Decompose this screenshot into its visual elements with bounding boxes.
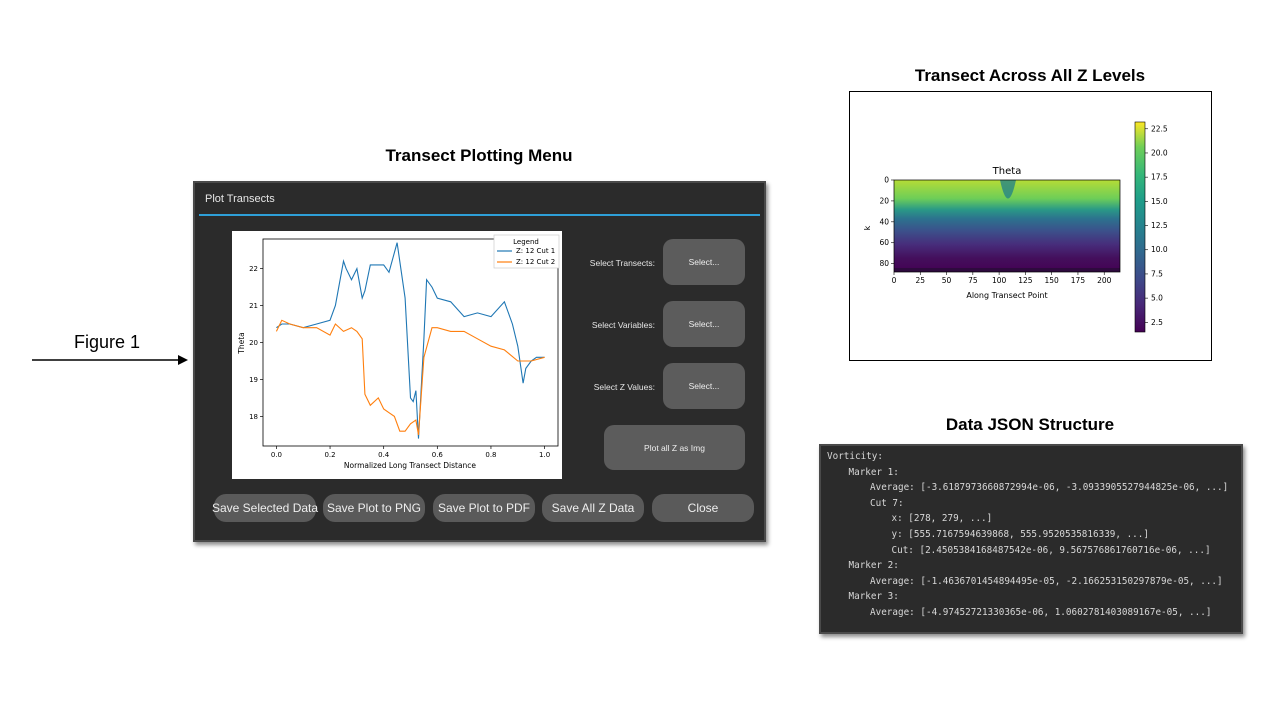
heatmap-x-tick-label: 175: [1071, 276, 1086, 285]
y-tick-label: 22: [249, 265, 258, 273]
save-all-z-data-button[interactable]: Save All Z Data: [542, 494, 644, 522]
save-selected-data-button[interactable]: Save Selected Data: [212, 494, 318, 522]
colorbar-tick-label: 12.5: [1151, 221, 1168, 230]
arrow-right-icon: [32, 355, 188, 365]
x-tick-label: 0.4: [378, 451, 390, 459]
heatmap-figure: 0 25 50 75 100 125 150 175 200 0 20 40 60 80 Theta Al…: [849, 91, 1212, 361]
json-structure-panel: Vorticity: Marker 1: Average: [-3.61879736…: [819, 444, 1243, 634]
line-plot: 0.0 0.2 0.4 0.6 0.8 1.0 18 19 20 21 22 Legend Z: 1…: [232, 231, 562, 479]
series-line-1: [276, 242, 545, 439]
chart-legend: Legend Z: 12 Cut 1 Z: 12 Cut 2: [493, 234, 560, 269]
select-transects-button[interactable]: Select...: [663, 239, 745, 285]
heatmap-svg: 0 25 50 75 100 125 150 175 200 0 20 40 60 80 Theta Al…: [863, 121, 1168, 333]
save-plot-pdf-button[interactable]: Save Plot to PDF: [433, 494, 535, 522]
plot-axes-box: [262, 238, 559, 447]
json-line: x: [278, 279, ...]: [891, 513, 993, 525]
colorbar-tick-label: 10.0: [1151, 245, 1168, 254]
dialog-title-divider: [199, 214, 760, 216]
heatmap-heading: Transect Across All Z Levels: [914, 66, 1146, 85]
colorbar-tick-label: 22.5: [1151, 124, 1168, 133]
select-variables-button[interactable]: Select...: [663, 301, 745, 347]
y-tick-label: 21: [249, 302, 258, 310]
plot-all-z-button[interactable]: Plot all Z as Img: [604, 425, 745, 470]
json-line: Vorticity:: [827, 451, 883, 462]
colorbar-tick-label: 7.5: [1151, 269, 1163, 278]
series-line-2: [275, 319, 545, 435]
json-heading: Data JSON Structure: [945, 415, 1115, 434]
json-line: Cut: [2.4505384168487542e-06, 9.56757686…: [891, 544, 1211, 556]
x-tick-label: 0.6: [432, 451, 444, 459]
json-line: Average: [-3.6187973660872994e-06, -3.09…: [870, 482, 1229, 494]
json-line: Marker 1:: [848, 466, 899, 478]
colorbar-tick-label: 15.0: [1151, 197, 1168, 206]
colorbar-tick-label: 20.0: [1151, 148, 1168, 157]
legend-entry-cut2: Z: 12 Cut 2: [516, 258, 555, 266]
heatmap-y-tick-label: 20: [879, 196, 889, 205]
colorbar: [1134, 121, 1146, 333]
legend-entry-cut1: Z: 12 Cut 1: [516, 247, 555, 255]
x-axis-label: Normalized Long Transect Distance: [344, 461, 477, 470]
heatmap-x-tick-label: 75: [968, 276, 978, 285]
colorbar-tick-label: 5.0: [1151, 294, 1163, 303]
x-tick-label: 1.0: [539, 451, 550, 459]
close-button[interactable]: Close: [652, 494, 754, 522]
heatmap-y-tick-label: 80: [879, 259, 889, 268]
heatmap-y-tick-label: 0: [884, 176, 889, 185]
json-line: Cut 7:: [870, 497, 904, 509]
heatmap-x-label: Along Transect Point: [966, 291, 1047, 300]
select-variables-label: Select Variables:: [591, 320, 655, 330]
dialog-title: Plot Transects: [205, 193, 275, 205]
json-line: Marker 3:: [848, 591, 899, 603]
save-plot-png-button[interactable]: Save Plot to PNG: [323, 494, 425, 522]
heatmap-x-tick-label: 200: [1097, 276, 1112, 285]
colorbar-tick-label: 17.5: [1151, 173, 1168, 182]
heatmap-y-label: k: [863, 225, 872, 230]
x-tick-label: 0.0: [271, 451, 282, 459]
x-tick-label: 0.8: [485, 451, 496, 459]
heatmap-y-tick-label: 60: [879, 238, 889, 247]
heatmap-x-tick-label: 0: [892, 276, 897, 285]
x-tick-label: 0.2: [324, 451, 335, 459]
json-line: Average: [-1.4636701454894495e-05, -2.16…: [870, 575, 1223, 587]
heatmap-title: Theta: [992, 166, 1022, 177]
menu-heading: Transect Plotting Menu: [385, 146, 573, 165]
line-chart-svg: 0.0 0.2 0.4 0.6 0.8 1.0 18 19 20 21 22 Legend Z: 1…: [237, 234, 560, 470]
heatmap-y-tick-label: 40: [879, 217, 889, 226]
heatmap-x-tick-label: 100: [992, 276, 1007, 285]
y-tick-label: 18: [249, 413, 258, 421]
y-tick-label: 20: [249, 339, 258, 347]
y-axis-label: Theta: [237, 332, 246, 355]
select-z-values-button[interactable]: Select...: [663, 363, 745, 409]
heatmap-axes-box: [893, 179, 1121, 273]
json-line: y: [555.7167594639868, 555.9520535816339…: [891, 529, 1149, 540]
select-transects-label: Select Transects:: [589, 258, 655, 268]
heatmap-x-tick-label: 150: [1045, 276, 1060, 285]
heatmap-image: [894, 180, 1120, 272]
figure-label: Figure 1: [74, 332, 141, 352]
heatmap-x-tick-label: 25: [916, 276, 926, 285]
json-line: Average: [-4.97452721330365e-06, 1.06027…: [870, 607, 1212, 618]
colorbar-tick-label: 2.5: [1151, 318, 1163, 327]
json-line: Marker 2:: [848, 560, 899, 572]
select-z-values-label: Select Z Values:: [593, 382, 655, 392]
plot-transects-dialog: Plot Transects 0.0 0.2 0.4 0.6 0.8 1.0 18 19 20 2…: [193, 181, 766, 542]
y-tick-label: 19: [249, 376, 258, 384]
heatmap-x-tick-label: 50: [942, 276, 952, 285]
legend-title: Legend: [513, 238, 539, 246]
heatmap-x-tick-label: 125: [1018, 276, 1033, 285]
